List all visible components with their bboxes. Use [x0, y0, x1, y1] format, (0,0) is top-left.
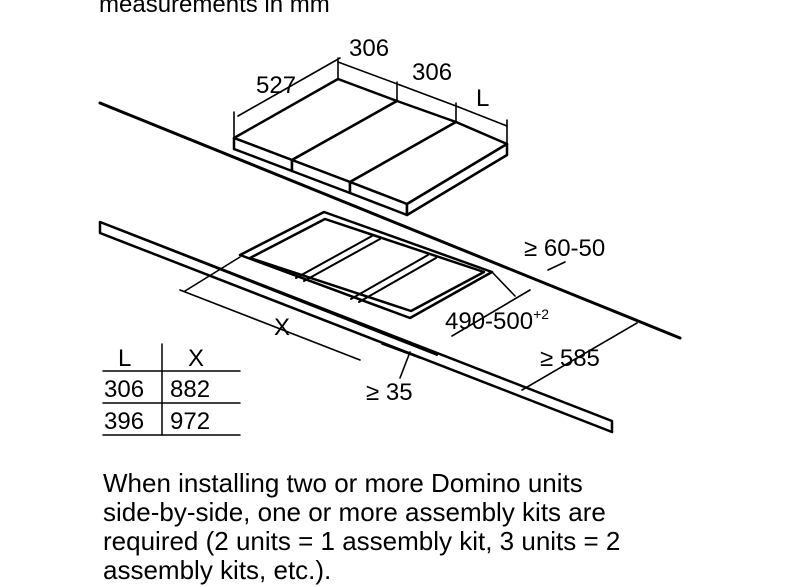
note-line-3: required (2 units = 1 assembly kit, 3 un… [103, 526, 621, 556]
dim-L-label: L [476, 85, 489, 112]
measurements-caption: measurements in mm [99, 0, 330, 18]
worktop-top-edge [98, 101, 682, 340]
dim-306-label-2: 306 [412, 59, 452, 86]
dim-490-500-tolerance: +2 [533, 306, 549, 322]
dim-35-line [381, 343, 421, 359]
note-line-4: assembly kits, etc.). [103, 555, 332, 585]
worktop-lower-edge-2 [99, 221, 438, 356]
table-cell-r2-X: 972 [170, 408, 210, 435]
dim-35-leader [399, 351, 411, 379]
lx-table-rules [102, 343, 241, 436]
dim-306-line-2 [399, 84, 457, 107]
dim-490-500-label: 490-500+2 [445, 306, 549, 335]
dim-60-50-label: ≥ 60-50 [524, 235, 605, 262]
assembly-note: When installing two or more Domino units… [103, 469, 743, 585]
dim-L-line [455, 105, 508, 127]
dim-490-500-value: 490-500 [445, 308, 533, 335]
dim-X-line [179, 289, 361, 361]
dim-527-line [237, 57, 341, 117]
dim-X-label: X [274, 314, 290, 341]
dim-585-line [521, 322, 638, 391]
dim-527-label: 527 [256, 72, 296, 99]
note-line-2: side-by-side, one or more assembly kits … [103, 497, 606, 527]
note-line-1: When installing two or more Domino units [103, 468, 583, 498]
dim-585-label: ≥ 585 [540, 345, 600, 372]
dim-490-line [451, 289, 531, 337]
table-cell-r1-X: 882 [170, 376, 210, 403]
dim-306-line-1 [337, 61, 401, 86]
table-header-X: X [188, 345, 204, 372]
dim-60-line [547, 261, 566, 271]
dim-306-label-1: 306 [349, 35, 389, 62]
table-cell-r2-L: 396 [104, 408, 144, 435]
dim-35-label: ≥ 35 [366, 379, 413, 406]
worktop-lower-edge [98, 220, 614, 434]
hob-unit-3 [348, 120, 509, 217]
cutout [238, 210, 494, 320]
table-header-L: L [118, 345, 131, 372]
table-cell-r1-L: 306 [104, 376, 144, 403]
